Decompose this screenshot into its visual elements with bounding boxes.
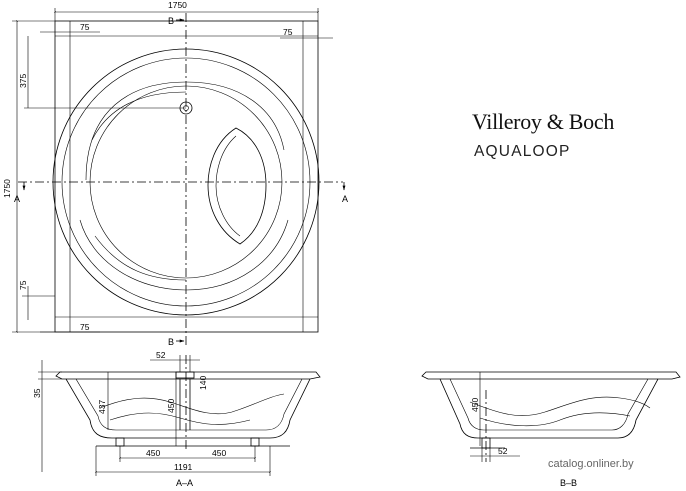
dim-offset-lb: 75 [18,280,28,290]
section-mark-a-right: A [342,194,348,204]
model-name: AQUALOOP [474,143,571,160]
dim-bb-depth: 450 [470,398,480,412]
plan-view: 1750 75 75 75 1750 375 75 A A B B [2,0,348,347]
dim-width-top: 1750 [168,0,187,10]
dim-rim-height: 35 [32,388,42,398]
section-aa-shell [65,378,311,439]
dim-offset-tl: 75 [80,22,90,32]
watermark: catalog.onliner.by [548,458,634,470]
backrest [207,127,267,245]
section-bb: 450 52 B–B [421,371,681,488]
brand-logo: Villeroy & Boch [472,109,615,134]
dim-offset-tr: 75 [283,27,293,37]
dim-total-depth: 450 [166,399,176,413]
dim-foot-right: 450 [212,448,226,458]
section-mark-a-left: A [14,194,20,204]
dim-foot-left: 450 [146,448,160,458]
section-aa: 35 437 450 52 140 450 450 1191 A–A [32,350,321,488]
section-bb-label: B–B [560,478,577,488]
dim-drain-offset: 375 [18,74,28,88]
section-mark-b-bottom: B [168,337,174,347]
dim-bb-drain-width: 52 [498,446,508,456]
dim-offset-bl: 75 [80,322,90,332]
basin-circle [89,85,283,279]
tub-outline-square [54,20,319,333]
dim-inner-depth: 437 [97,400,107,414]
section-mark-b-top: B [168,16,174,26]
dim-base-width: 1191 [174,462,193,472]
section-aa-label: A–A [176,478,193,488]
dim-drain-height: 140 [198,376,208,390]
dim-drain-width: 52 [156,350,166,360]
section-bb-rim [421,371,681,380]
dim-height-left: 1750 [2,179,12,198]
section-bb-shell [439,378,659,439]
